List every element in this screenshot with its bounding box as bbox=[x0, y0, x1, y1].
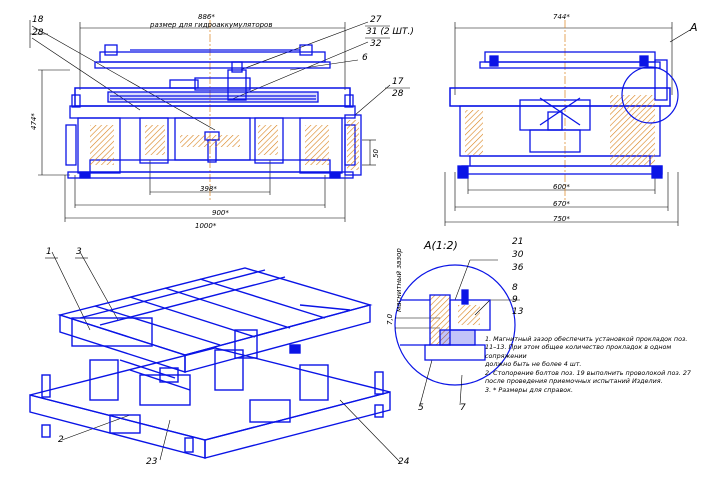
dim-750: 750* bbox=[553, 215, 570, 223]
dim-overall-width: 886* bbox=[198, 13, 215, 21]
callout-21: 21 bbox=[512, 237, 524, 247]
callout-36: 36 bbox=[512, 263, 524, 273]
iso-view bbox=[29, 251, 401, 463]
dim-gap-note: магнитный зазор bbox=[395, 248, 403, 312]
dim-clamp-note: размер для гидроаккумуляторов bbox=[150, 21, 273, 29]
dim-height: 474* bbox=[30, 113, 38, 130]
note-line: 3. * Размеры для справок. bbox=[485, 385, 574, 394]
note-line: после проведения приемочных испытаний Из… bbox=[485, 377, 663, 386]
callout-7: 7 bbox=[460, 403, 466, 413]
note-line: 1. Магнитный зазор обеспечить установкой… bbox=[485, 335, 688, 343]
callout-23: 23 bbox=[146, 457, 158, 467]
callout-6: 6 bbox=[362, 53, 368, 63]
dim-width-398: 398* bbox=[200, 185, 217, 193]
callout-32: 32 bbox=[370, 39, 382, 49]
callout-28-top: 28 bbox=[32, 28, 44, 38]
dim-670: 670* bbox=[553, 200, 570, 208]
callout-13: 13 bbox=[512, 307, 524, 317]
callout-5: 5 bbox=[418, 403, 424, 413]
dim-600: 600* bbox=[553, 183, 570, 191]
callout-31: 31 (2 ШТ.) bbox=[366, 27, 414, 37]
note-line: должно быть не более 4 шт. bbox=[485, 360, 582, 369]
callout-24: 24 bbox=[398, 457, 410, 467]
callout-27: 27 bbox=[370, 15, 382, 25]
detail-title: A(1:2) bbox=[424, 239, 458, 252]
side-dimension-lines bbox=[444, 22, 691, 226]
dim-top-744: 744* bbox=[553, 13, 570, 21]
note-line: 2. Стопорение болтов поз. 19 выполнить п… bbox=[485, 368, 691, 377]
section-marker-a: A bbox=[690, 21, 698, 34]
callout-3: 3 bbox=[76, 247, 82, 257]
technical-notes: 1. Магнитный зазор обеспечить установкой… bbox=[485, 335, 713, 394]
callout-17: 17 bbox=[392, 77, 404, 87]
callout-8: 8 bbox=[512, 283, 518, 293]
dim-gap-7: 7,0 bbox=[386, 313, 394, 325]
callout-18: 18 bbox=[32, 15, 44, 25]
note-line: 11–13. При этом общее количество проклад… bbox=[485, 343, 672, 360]
side-view bbox=[444, 20, 691, 226]
dim-gap-50: 50 bbox=[372, 149, 380, 158]
dim-width-1000: 1000* bbox=[195, 222, 217, 230]
callout-9: 9 bbox=[512, 295, 518, 305]
callout-30: 30 bbox=[512, 250, 524, 260]
front-view bbox=[29, 20, 410, 222]
callout-1: 1 bbox=[46, 247, 52, 257]
callout-2: 2 bbox=[58, 435, 64, 445]
callout-28-right: 28 bbox=[392, 89, 404, 99]
dim-width-900: 900* bbox=[212, 209, 229, 217]
detail-view bbox=[394, 259, 520, 406]
